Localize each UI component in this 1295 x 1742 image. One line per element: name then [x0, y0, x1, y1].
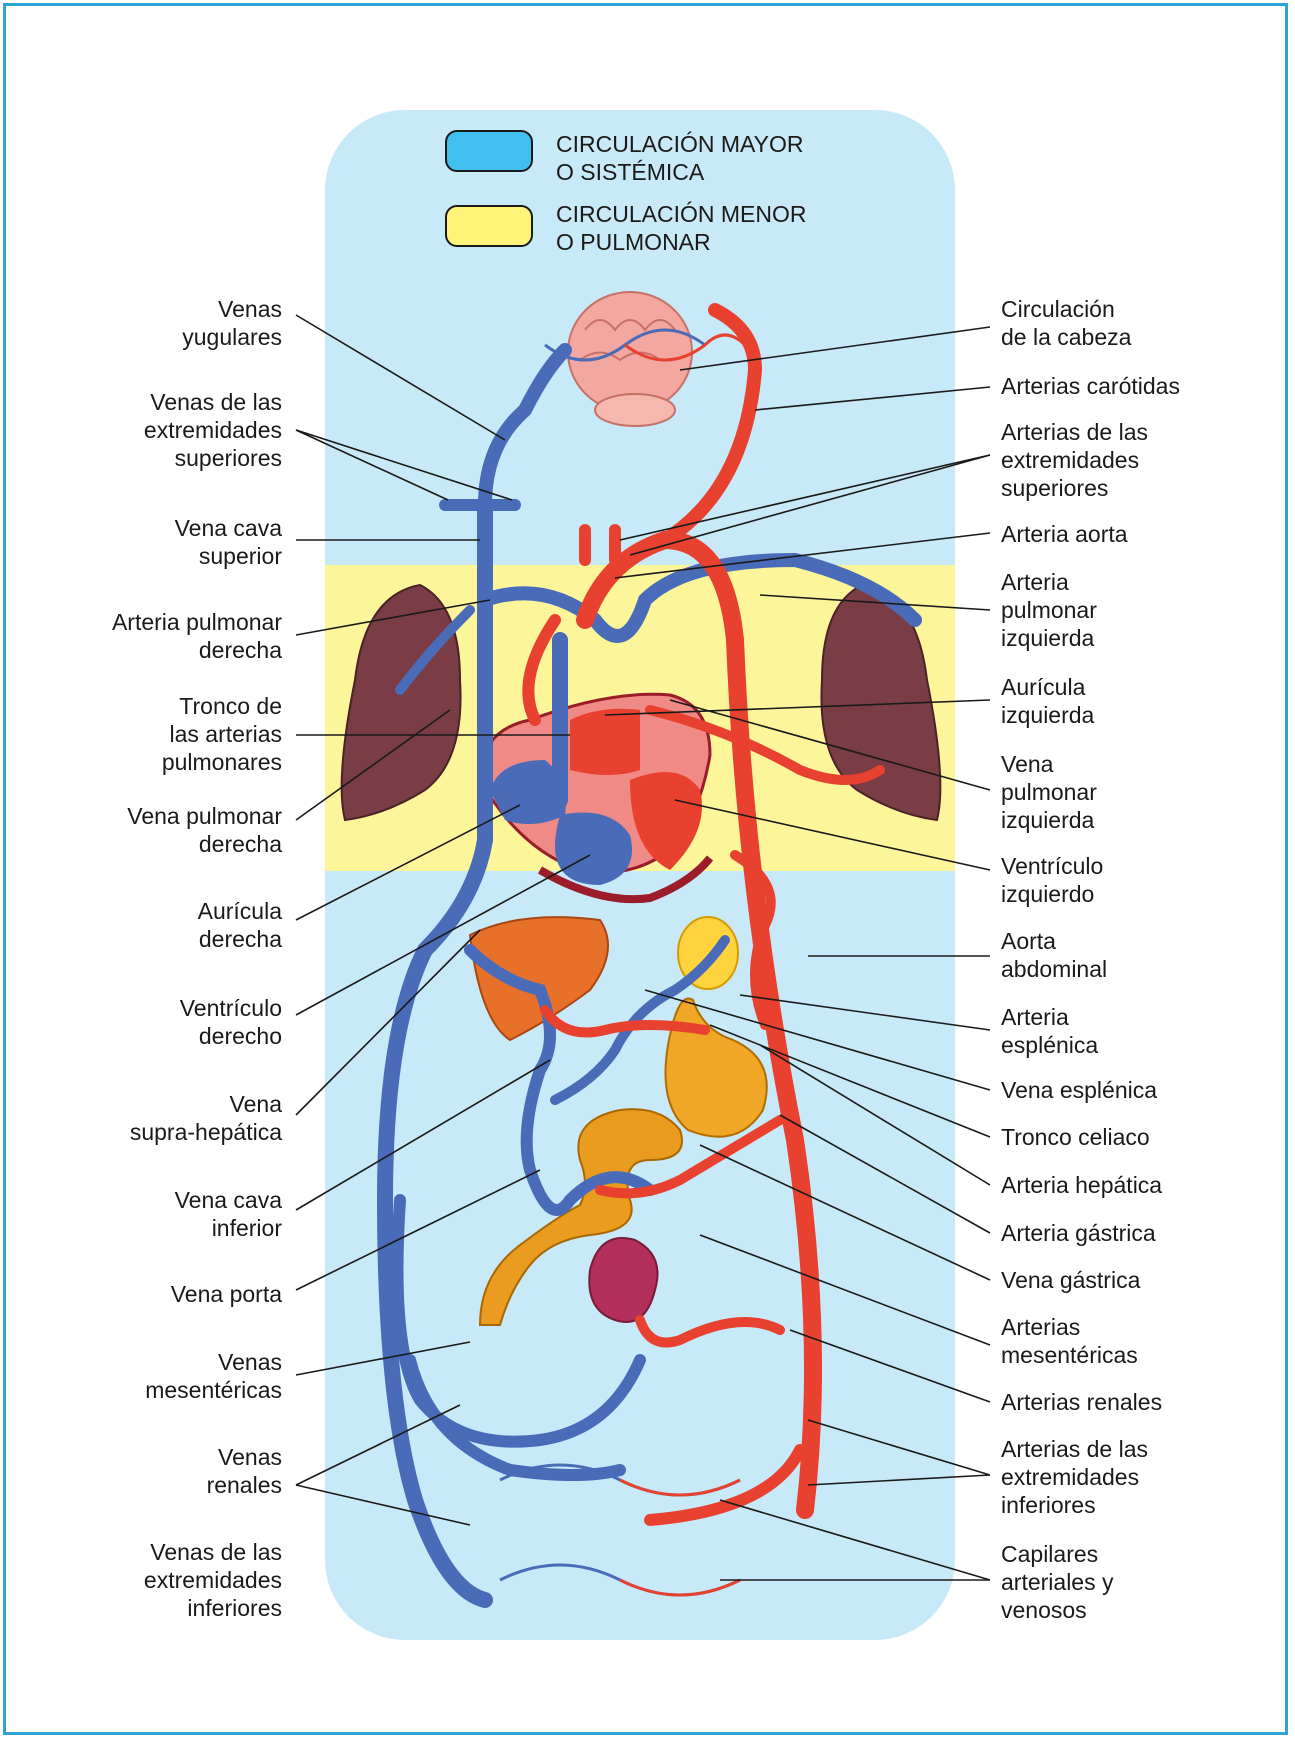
label-venas-yugulares: Venas yugulares	[182, 295, 282, 351]
label-arteria-hepatica: Arteria hepática	[1001, 1171, 1162, 1199]
label-vena-cava-inferior: Vena cava inferior	[175, 1186, 282, 1242]
label-vena-porta: Vena porta	[171, 1280, 282, 1308]
label-arterias-extremidades-superiores: Arterias de las extremidades superiores	[1001, 418, 1148, 502]
label-vena-pulmonar-derecha: Vena pulmonar derecha	[127, 802, 282, 858]
legend-label-systemic: CIRCULACIÓN MAYOR O SISTÉMICA	[556, 130, 804, 186]
label-arterias-mesentericas: Arterias mesentéricas	[1001, 1313, 1138, 1369]
label-circulacion-cabeza: Circulación de la cabeza	[1001, 295, 1131, 351]
label-arterias-extremidades-inferiores: Arterias de las extremidades inferiores	[1001, 1435, 1148, 1519]
legend-swatch-pulmonary	[445, 205, 533, 247]
label-ventriculo-derecho: Ventrículo derecho	[180, 994, 282, 1050]
label-arterias-carotidas: Arterias carótidas	[1001, 372, 1180, 400]
label-vena-pulmonar-izquierda: Vena pulmonar izquierda	[1001, 750, 1097, 834]
label-auricula-derecha: Aurícula derecha	[198, 897, 282, 953]
kidney-illustration	[589, 1238, 657, 1322]
label-arterias-renales: Arterias renales	[1001, 1388, 1162, 1416]
label-vena-gastrica: Vena gástrica	[1001, 1266, 1140, 1294]
label-capilares: Capilares arteriales y venosos	[1001, 1540, 1113, 1624]
label-aorta-abdominal: Aorta abdominal	[1001, 927, 1107, 983]
label-arteria-esplenica: Arteria esplénica	[1001, 1003, 1098, 1059]
legend-swatch-systemic	[445, 130, 533, 172]
label-arteria-aorta: Arteria aorta	[1001, 520, 1128, 548]
label-vena-supra-hepatica: Vena supra-hepática	[130, 1090, 282, 1146]
label-tronco-arterias-pulmonares: Tronco de las arterias pulmonares	[162, 692, 282, 776]
label-venas-extremidades-superiores: Venas de las extremidades superiores	[144, 388, 282, 472]
label-auricula-izquierda: Aurícula izquierda	[1001, 673, 1094, 729]
label-vena-esplenica: Vena esplénica	[1001, 1076, 1157, 1104]
label-venas-mesentericas: Venas mesentéricas	[145, 1348, 282, 1404]
label-arteria-pulmonar-derecha: Arteria pulmonar derecha	[112, 608, 282, 664]
label-tronco-celiaco: Tronco celiaco	[1001, 1123, 1150, 1151]
label-arteria-gastrica: Arteria gástrica	[1001, 1219, 1156, 1247]
label-arteria-pulmonar-izquierda: Arteria pulmonar izquierda	[1001, 568, 1097, 652]
label-vena-cava-superior: Vena cava superior	[175, 514, 282, 570]
label-ventriculo-izquierdo: Ventrículo izquierdo	[1001, 852, 1103, 908]
legend-label-pulmonary: CIRCULACIÓN MENOR O PULMONAR	[556, 200, 806, 256]
label-venas-extremidades-inferiores: Venas de las extremidades inferiores	[144, 1538, 282, 1622]
label-venas-renales: Venas renales	[207, 1443, 282, 1499]
